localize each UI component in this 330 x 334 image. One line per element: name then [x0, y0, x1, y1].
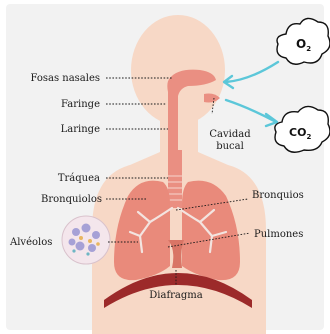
label-bronquiolos: Bronquiolos — [41, 194, 102, 205]
label-laringe: Laringe — [61, 124, 100, 135]
label-diafragma: Diafragma — [149, 290, 203, 301]
label-traquea: Tráquea — [58, 173, 100, 184]
trachea — [168, 150, 182, 208]
label-fosas-nasales: Fosas nasales — [30, 73, 100, 84]
alveoli-magnifier — [62, 216, 110, 264]
label-alveolos: Alvéolos — [9, 237, 52, 248]
label-cavidad: Cavidad — [209, 129, 251, 140]
label-bronquios: Bronquios — [252, 190, 304, 201]
label-bucal: bucal — [216, 141, 244, 152]
label-faringe: Faringe — [61, 99, 100, 110]
label-pulmones: Pulmones — [254, 229, 303, 240]
